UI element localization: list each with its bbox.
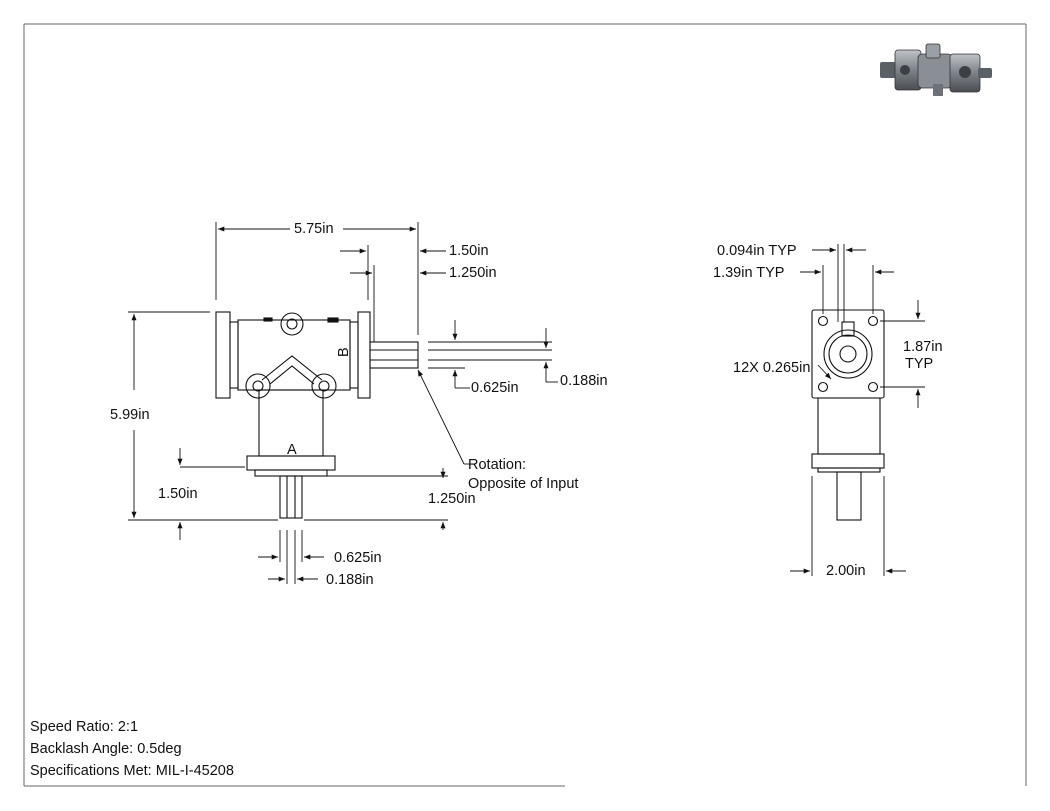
dim-input-shaft-length-lower: 1.250in — [449, 265, 497, 281]
port-label-a: A — [287, 442, 297, 458]
dim-bolt-spacing-h: 1.39in TYP — [713, 265, 784, 281]
side-dimensions — [790, 244, 925, 576]
gearbox-iso-thumbnail — [880, 43, 992, 96]
dim-overall-height: 5.99in — [110, 407, 150, 423]
front-dimensions — [128, 222, 558, 584]
dim-output-shaft-length-lower: 1.250in — [428, 491, 476, 507]
spec-speed-ratio: Speed Ratio: 2:1 — [30, 719, 139, 735]
dim-input-key: 0.188in — [560, 373, 608, 389]
dim-input-shaft-length: 1.50in — [449, 243, 489, 259]
port-label-b: B — [336, 347, 352, 357]
dim-base-width: 2.00in — [826, 563, 866, 579]
spec-backlash: Backlash Angle: 0.5deg — [30, 741, 182, 757]
dim-overall-width: 5.75in — [294, 221, 334, 237]
front-view — [215, 311, 419, 519]
dim-output-shaft-length: 1.50in — [158, 486, 198, 502]
dim-holes: 12X 0.265in — [733, 360, 810, 376]
dim-output-key: 0.188in — [326, 572, 374, 588]
dim-output-shaft-dia: 0.625in — [334, 550, 382, 566]
spec-specifications: Specifications Met: MIL-I-45208 — [30, 763, 234, 779]
dim-pilot-depth: 0.094in TYP — [717, 243, 797, 259]
dim-bolt-spacing-v-line2: TYP — [905, 356, 933, 372]
dim-input-shaft-dia: 0.625in — [471, 380, 519, 396]
rotation-note-line1: Rotation: — [468, 457, 526, 473]
rotation-note-line2: Opposite of Input — [468, 476, 578, 492]
side-view — [811, 309, 885, 521]
sheet-border — [23, 23, 1027, 787]
dim-bolt-spacing-v-line1: 1.87in — [903, 339, 943, 355]
